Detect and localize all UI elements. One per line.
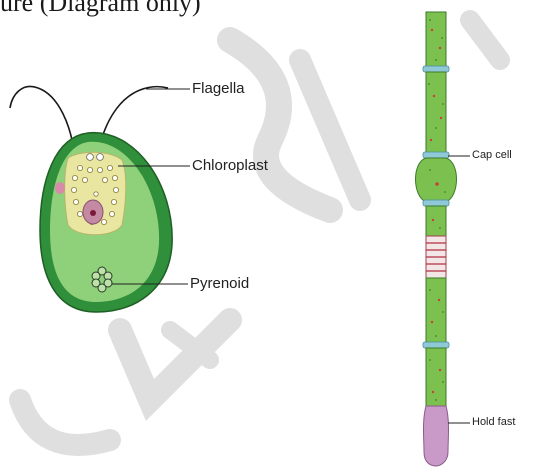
eyespot [55, 182, 65, 194]
contractile-vacuole [87, 154, 94, 161]
contractile-vacuole [97, 154, 104, 161]
septum [423, 66, 449, 72]
label-hold-fast: Hold fast [472, 416, 515, 428]
septum [423, 342, 449, 348]
filament-cell [426, 206, 446, 236]
holdfast [424, 406, 449, 466]
label-flagella: Flagella [192, 80, 245, 97]
filament-cell [426, 348, 446, 406]
label-chloroplast: Chloroplast [192, 157, 268, 174]
ulothrix-diagram [416, 12, 471, 466]
cap-cell [416, 158, 457, 202]
septum [423, 200, 449, 206]
septum [423, 152, 449, 158]
label-cap-cell: Cap cell [472, 149, 512, 161]
chlamydomonas-diagram [10, 86, 190, 312]
label-pyrenoid: Pyrenoid [190, 275, 249, 292]
nucleolus [90, 210, 96, 216]
